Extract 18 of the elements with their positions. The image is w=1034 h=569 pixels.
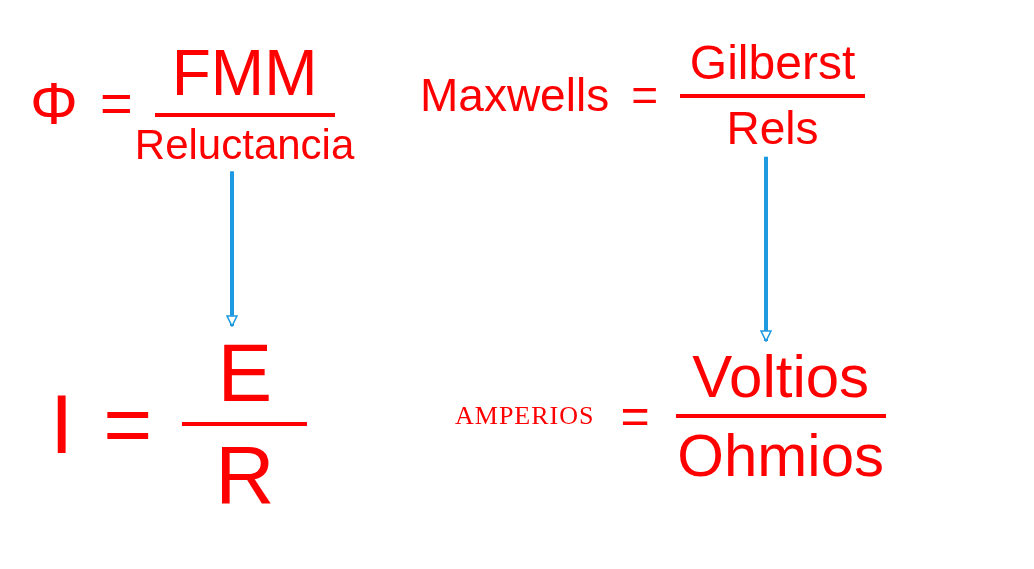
equals-sign: = [620,389,650,443]
numerator-text: FMM [171,40,318,108]
denominator-text: Rels [726,104,819,153]
numerator-text: Voltios [692,345,870,408]
equals-sign: = [631,71,659,120]
denominator-text: Ohmios [677,424,885,487]
denominator-text: Reluctancia [134,123,355,168]
equals-sign: = [103,380,153,469]
numerator-text: Gilberst [689,38,856,89]
down-arrow [760,156,772,342]
variable-label: I [50,380,74,469]
equals-sign: = [99,74,133,134]
variable-label: Φ [30,72,78,136]
down-arrow [226,171,238,327]
denominator-text: R [215,432,275,519]
numerator-text: E [217,330,273,417]
variable-label: AMPERIOS [455,402,595,430]
variable-label: Maxwells [420,71,610,120]
